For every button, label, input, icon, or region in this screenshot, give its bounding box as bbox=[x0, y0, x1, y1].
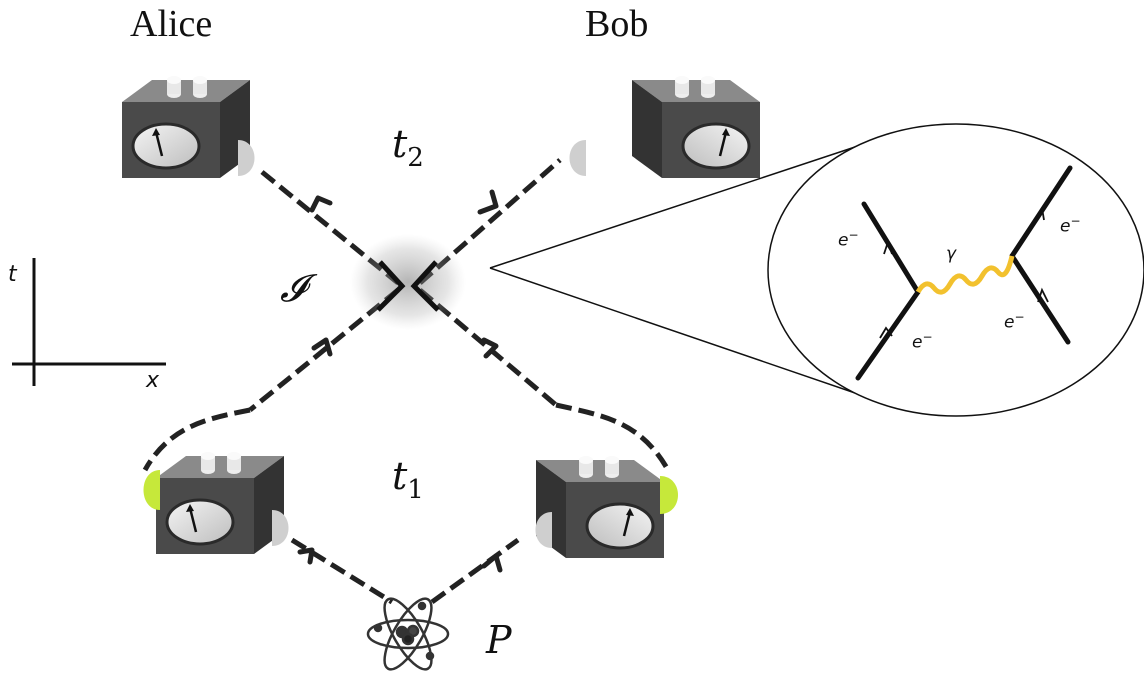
t-axis-label: t bbox=[8, 262, 17, 287]
electron-label-bottom-left: e− bbox=[912, 330, 933, 353]
detector-bob-t1 bbox=[535, 512, 552, 548]
detector-bob-t2 bbox=[569, 140, 586, 176]
wire-bob bbox=[555, 402, 671, 472]
arrow-bob-out bbox=[477, 189, 499, 215]
box-alice-t2 bbox=[120, 74, 252, 180]
time-t1-base: t bbox=[392, 454, 408, 498]
time-t1-label: t1 bbox=[392, 454, 424, 505]
box-bob-t1 bbox=[534, 454, 666, 560]
x-axis-label: x bbox=[146, 368, 160, 393]
beam-arrows bbox=[297, 189, 503, 573]
interaction-label: 𝓘 bbox=[280, 266, 306, 310]
electron-label-top-right: e− bbox=[1060, 214, 1081, 237]
detector-alice-t2 bbox=[238, 140, 255, 176]
time-t2-subscript: 2 bbox=[407, 143, 424, 174]
electron-line-right-in bbox=[1009, 253, 1071, 345]
source-label: P bbox=[486, 618, 512, 662]
alice-label: Alice bbox=[130, 3, 213, 45]
time-t2-label: t2 bbox=[392, 122, 424, 173]
time-t1-subscript: 1 bbox=[407, 475, 424, 506]
arrow-alice-in bbox=[311, 337, 333, 357]
time-t2-base: t bbox=[392, 122, 408, 166]
box-bob-t2 bbox=[630, 74, 762, 180]
photon-line bbox=[915, 255, 1015, 295]
box-alice-t1 bbox=[154, 450, 286, 556]
detector-alice-t1 bbox=[272, 510, 289, 546]
feynman-diagram bbox=[855, 165, 1073, 381]
arrow-bob-in bbox=[481, 337, 499, 359]
atom-source-icon bbox=[366, 597, 450, 671]
arrow-alice-out bbox=[309, 195, 333, 213]
electron-line-left-out bbox=[861, 201, 921, 295]
photon-label: γ bbox=[946, 244, 957, 264]
electron-label-bottom-right: e− bbox=[1004, 310, 1025, 333]
arrow-source-alice bbox=[297, 547, 315, 565]
wire-alice bbox=[142, 407, 251, 472]
feynman-arrows bbox=[879, 205, 1049, 339]
arrow-source-bob bbox=[481, 553, 503, 573]
electron-label-top-left: e− bbox=[838, 228, 859, 251]
detector-alice-active bbox=[143, 470, 160, 510]
beam-source-bob bbox=[430, 537, 520, 605]
detector-bob-active bbox=[660, 476, 678, 514]
electron-line-right-out bbox=[1009, 165, 1073, 259]
beam-source-alice bbox=[290, 537, 394, 605]
scattering-vertex bbox=[376, 260, 440, 312]
bob-label: Bob bbox=[585, 3, 649, 45]
spacetime-axes bbox=[12, 258, 166, 386]
zoom-lines bbox=[489, 145, 859, 395]
electron-line-left-in bbox=[855, 289, 921, 381]
interaction-cloud bbox=[350, 234, 466, 330]
zoom-circle bbox=[767, 123, 1144, 417]
